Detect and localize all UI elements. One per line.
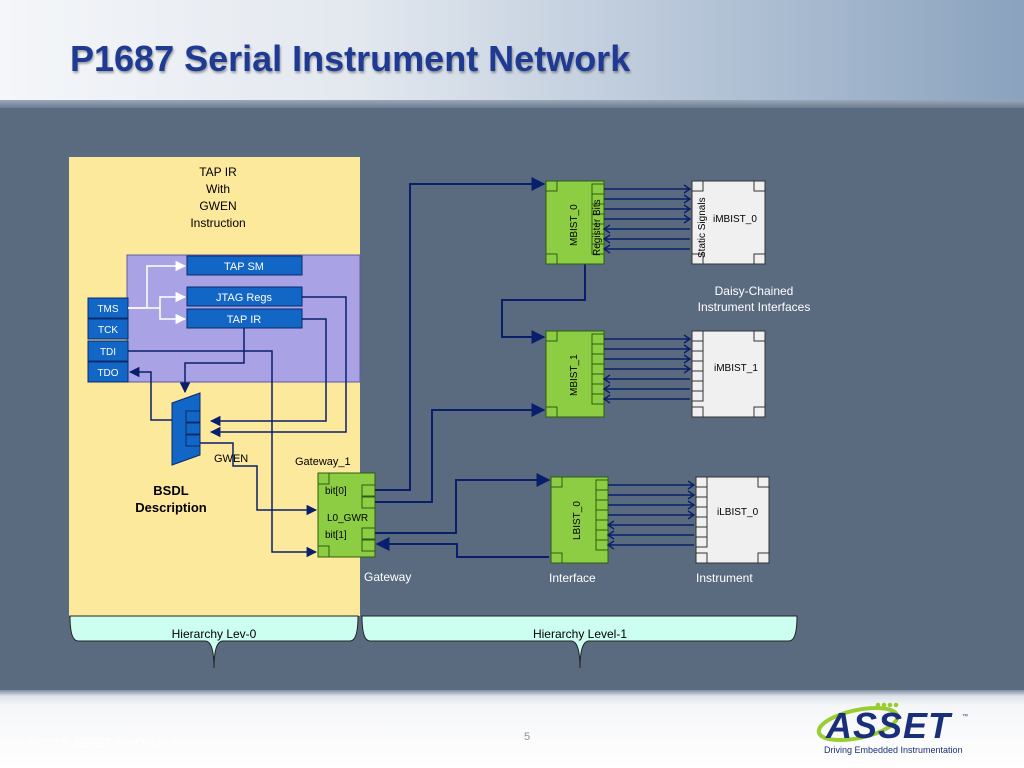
instrument-caption: Instrument (696, 571, 753, 585)
gateway-port (361, 496, 376, 509)
tap-wiring (128, 260, 347, 558)
signal-arrow (606, 540, 615, 550)
daisy-label-line-1: Daisy-Chained (715, 284, 794, 298)
signal-arrow (683, 184, 692, 194)
ilbist-0-label: iLBIST_0 (717, 507, 759, 518)
gateway-bit0: bit[0] (325, 486, 347, 497)
signal-arrow (602, 234, 611, 244)
signal-arrow (687, 510, 696, 520)
ilbist-0-box (695, 476, 770, 564)
level0-region (69, 157, 360, 616)
tap-ir-note-line-2: With (206, 182, 230, 196)
hierarchy-1-brace (361, 615, 798, 669)
pin-tck-box (87, 318, 129, 340)
title-banner-stripe (0, 100, 1024, 108)
imbist-1-label: iMBIST_1 (714, 363, 758, 374)
gwen-mux-port (185, 434, 201, 447)
signal-arrow (683, 194, 692, 204)
signal-lines (602, 184, 696, 550)
gateway-port (361, 527, 376, 540)
page-number: 5 (524, 731, 531, 743)
gateway-caption: Gateway (364, 570, 411, 584)
hierarchy-1-label: Hierarchy Level-1 (533, 627, 627, 641)
tap-ir-note-line-3: GWEN (199, 199, 236, 213)
asset-logo: ASSET ™ (816, 702, 968, 746)
pin-tdi-label: TDI (100, 347, 116, 358)
signal-arrow (687, 490, 696, 500)
signal-arrow (683, 354, 692, 364)
signal-arrow (687, 480, 696, 490)
signal-arrow (602, 374, 611, 384)
gateway-1-label: Gateway_1 (295, 456, 351, 468)
tap-ir-label: TAP IR (227, 314, 261, 326)
gateway-port (361, 539, 376, 552)
bsdl-label-line-1: BSDL (153, 483, 188, 498)
signal-arrow (606, 530, 615, 540)
imbist-1-ports (691, 330, 766, 418)
pin-tdo-label: TDO (97, 368, 118, 379)
network-wiring (375, 177, 586, 558)
ilbist-0-ports (695, 476, 770, 564)
imbist-0-box (691, 180, 766, 265)
signal-arrow (687, 500, 696, 510)
logo-tagline: Driving Embedded Instrumentation (824, 745, 963, 755)
gateway-reg: L0_GWR (327, 513, 368, 524)
gateway-bit1: bit[1] (325, 530, 347, 541)
lbist-0-label: LBIST_0 (572, 501, 583, 540)
gateway-port (317, 472, 330, 485)
svg-text:™: ™ (962, 713, 968, 720)
imbist-1-box (691, 330, 766, 418)
signal-arrow (683, 364, 692, 374)
copyright-text: © 2010, ASSET InterTech, Inc. (28, 736, 191, 750)
signal-arrow (602, 244, 611, 254)
daisy-label-line-2: Instrument Interfaces (698, 300, 811, 314)
signal-arrow (683, 204, 692, 214)
tap-sm-box (186, 255, 303, 276)
footer-band (0, 690, 1024, 768)
gwen-mux-port (185, 410, 201, 423)
signal-arrow (602, 384, 611, 394)
mbist-1-ports (545, 330, 605, 418)
signal-arrow (602, 224, 611, 234)
svg-text:ASSET: ASSET (825, 705, 953, 746)
bsdl-label-line-2: Description (135, 500, 207, 515)
tap-ir-note-line-1: TAP IR (199, 165, 237, 179)
gateway-port (361, 484, 376, 497)
static-signals-label: Static Signals (697, 197, 708, 258)
title-banner (0, 0, 1024, 106)
signal-arrow (683, 214, 692, 224)
signal-arrow (683, 334, 692, 344)
interface-caption: Interface (549, 571, 596, 585)
jtag-regs-label: JTAG Regs (216, 292, 273, 304)
signal-arrow (606, 520, 615, 530)
gwen-label: GWEN (214, 453, 248, 465)
hierarchy-0-label: Hierarchy Lev-0 (172, 627, 257, 641)
tap-ir-note-line-4: Instruction (190, 216, 245, 230)
tap-sm-label: TAP SM (224, 261, 264, 273)
slide-title: P1687 Serial Instrument Network (70, 38, 631, 79)
gwen-mux-port (185, 422, 201, 435)
register-bits-label: Register Bits (592, 199, 603, 256)
pin-tck-label: TCK (98, 325, 118, 336)
pin-tdo-box (87, 361, 129, 383)
mbist-0-label: MBIST_0 (569, 204, 580, 246)
signal-arrow (683, 344, 692, 354)
imbist-0-label: iMBIST_0 (713, 214, 757, 225)
mbist-1-label: MBIST_1 (569, 354, 580, 396)
signal-arrow (602, 394, 611, 404)
imbist-0-ports (691, 180, 766, 265)
pin-tms-label: TMS (97, 304, 118, 315)
gateway-port (317, 545, 330, 558)
hierarchy-0-brace (69, 615, 359, 669)
